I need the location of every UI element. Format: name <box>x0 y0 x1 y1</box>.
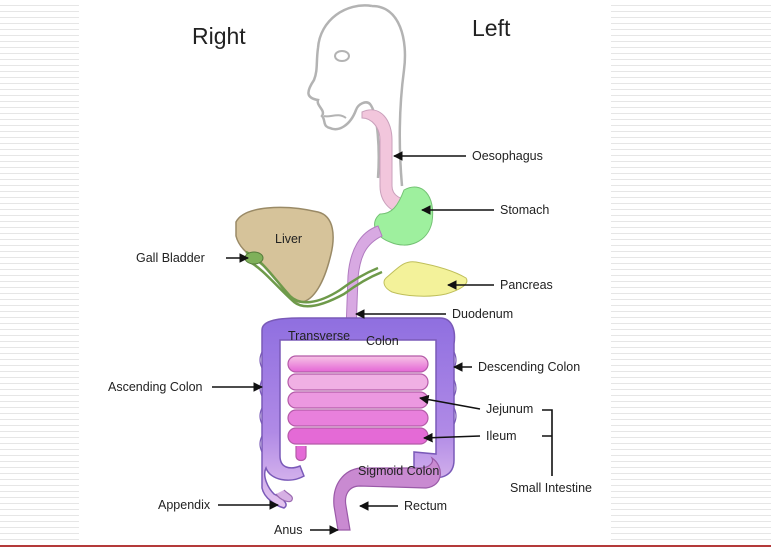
ascending-colon-label: Ascending Colon <box>108 380 203 394</box>
right-side-label: Right <box>192 23 246 49</box>
liver-label: Liver <box>275 232 302 246</box>
oesophagus-label: Oesophagus <box>472 149 543 163</box>
duodenum-label: Duodenum <box>452 307 513 321</box>
mouth <box>323 114 347 119</box>
appendix-label: Appendix <box>158 498 211 512</box>
slide-bottom-rule <box>0 545 771 547</box>
small-intestine-organ <box>287 355 429 462</box>
small-intestine-bracket <box>542 409 553 476</box>
callout-arrows <box>212 151 494 535</box>
bile-duct <box>245 250 383 308</box>
slide-panel <box>79 0 611 551</box>
stomach-label: Stomach <box>500 203 549 217</box>
small-intestine-label: Small Intestine <box>510 481 592 495</box>
gall-bladder-label: Gall Bladder <box>136 251 205 265</box>
eye <box>334 50 350 62</box>
left-side-label: Left <box>472 15 511 41</box>
stomach-organ <box>374 186 434 246</box>
head-outline <box>307 4 407 187</box>
sigmoid-label: Sigmoid Colon <box>358 464 439 478</box>
descending-colon-label: Descending Colon <box>478 360 580 374</box>
anus-label: Anus <box>274 523 303 537</box>
ileum-label: Ileum <box>486 429 517 443</box>
transverse-label: Transverse <box>288 329 350 343</box>
jejunum-label: Jejunum <box>486 402 533 416</box>
sigmoid-rectum-organ <box>333 456 441 531</box>
rectum-label: Rectum <box>404 499 447 513</box>
pancreas-organ <box>383 261 468 297</box>
pancreas-label: Pancreas <box>500 278 553 292</box>
colon-label: Colon <box>366 334 399 348</box>
colon-organ <box>261 317 456 509</box>
appendix-organ <box>275 489 293 503</box>
